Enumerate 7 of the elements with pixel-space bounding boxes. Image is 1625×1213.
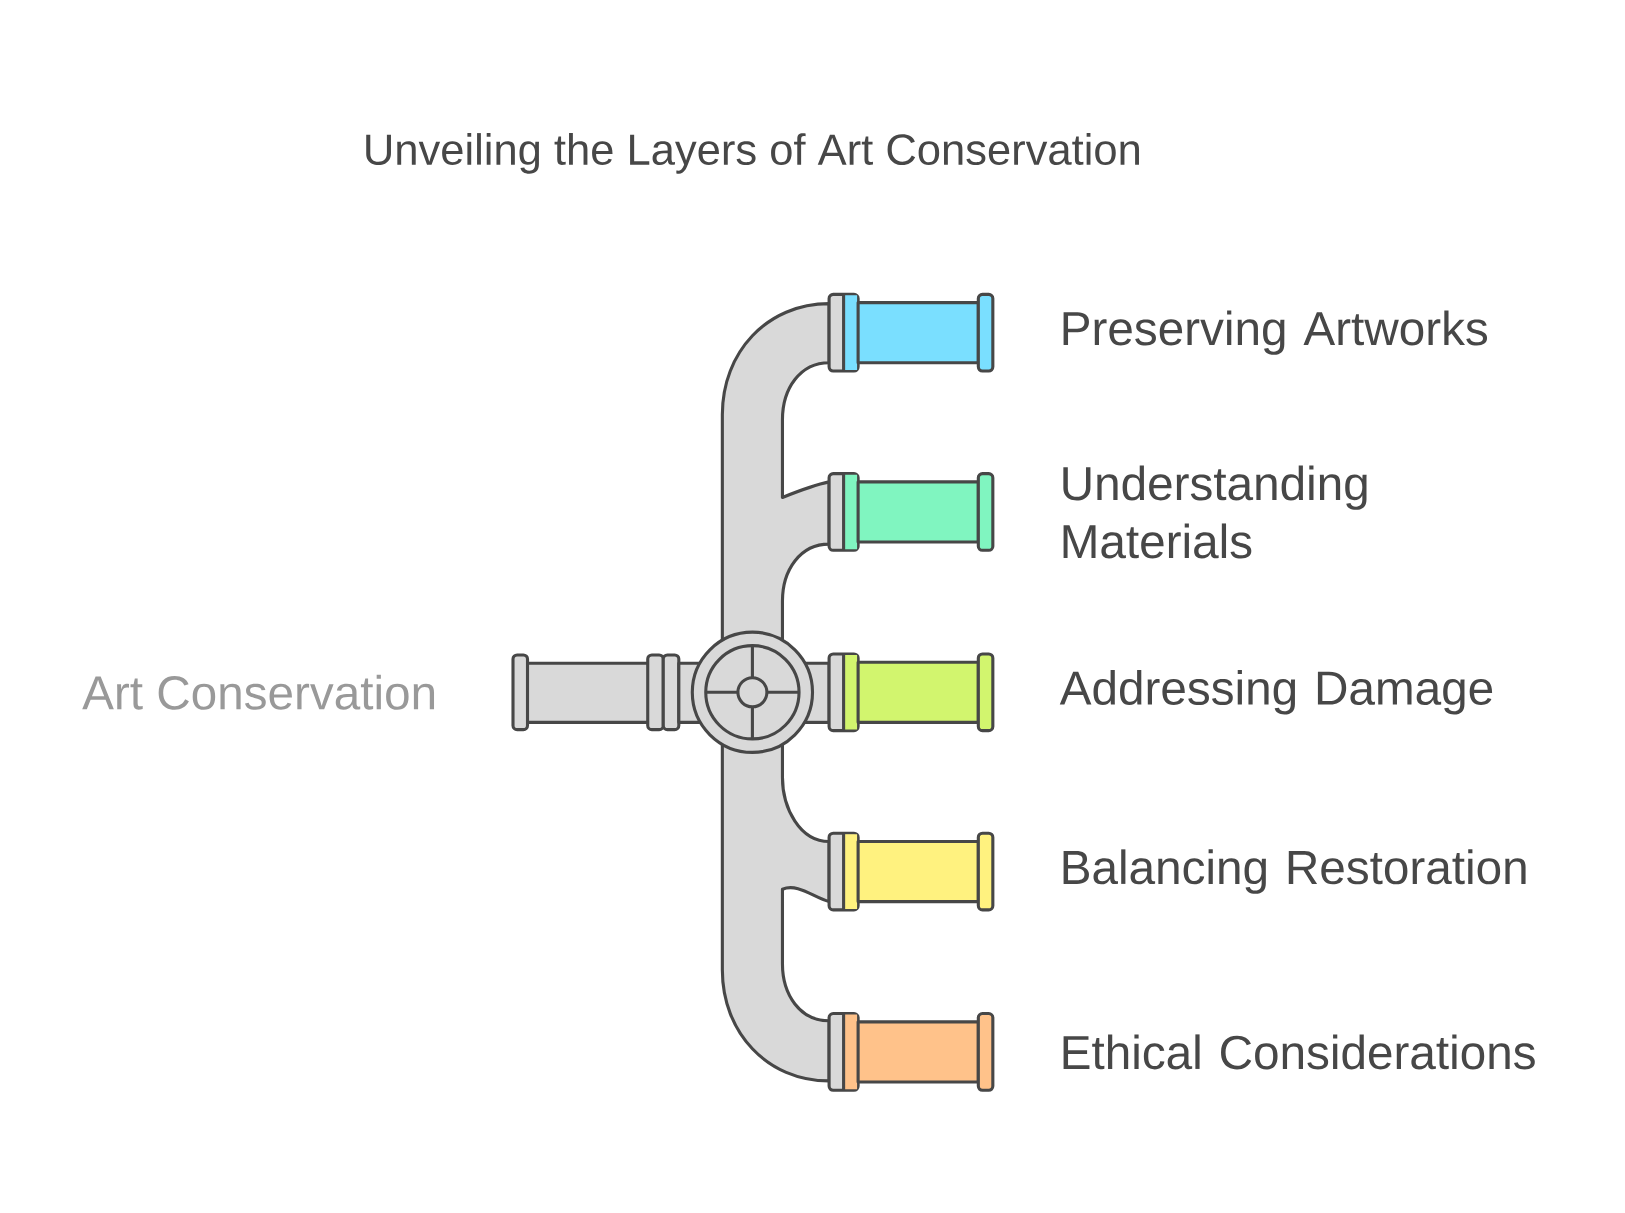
- outlet-label: Balancing Restoration: [1063, 849, 1526, 894]
- text-label: Art Conservation: [82, 675, 434, 710]
- outlet-label: Addressing Damage: [1059, 670, 1493, 715]
- outlet-label: Understanding Materials: [1063, 465, 1367, 559]
- outlet-label: Ethical Considerations: [1063, 1034, 1535, 1070]
- title: Unveiling the Layers of Art Conservation: [366, 133, 1139, 174]
- outlet-label: Preserving Artworks: [1063, 310, 1488, 356]
